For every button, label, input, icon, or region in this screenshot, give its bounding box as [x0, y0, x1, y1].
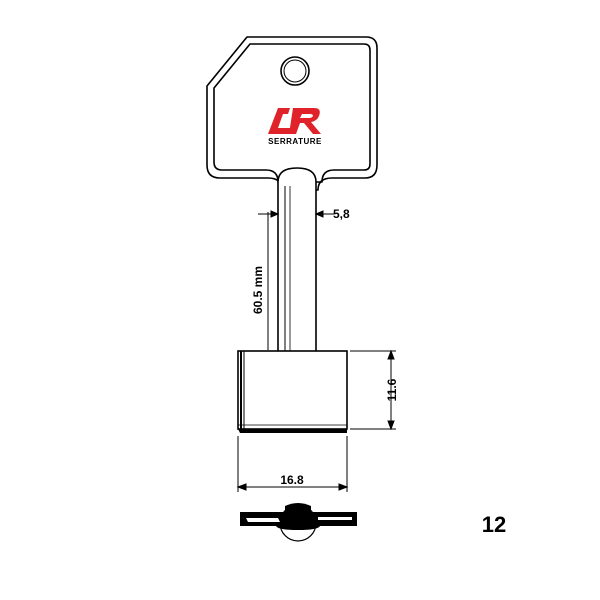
key-number: 12 — [482, 512, 506, 537]
brand-logo: SERRATURE — [268, 108, 322, 146]
key-bit — [237, 350, 348, 433]
logo-r-mark — [289, 108, 321, 134]
key-cross-section — [240, 503, 357, 542]
dim-bit-width-label: 16.8 — [280, 473, 304, 487]
key-head — [206, 36, 378, 191]
dim-shank-width — [258, 206, 334, 220]
dim-shank-width-label: 5,8 — [333, 207, 350, 221]
dim-shank-length-label: 60.5 mm — [251, 266, 265, 314]
key-shank — [277, 167, 317, 353]
dim-bit-height — [350, 349, 396, 431]
dim-bit-width — [236, 436, 349, 492]
logo-brand-text: SERRATURE — [268, 137, 322, 146]
dim-bit-height-label: 11.6 — [385, 378, 399, 401]
key-hole — [280, 56, 310, 86]
logo-c-mark — [268, 108, 292, 134]
